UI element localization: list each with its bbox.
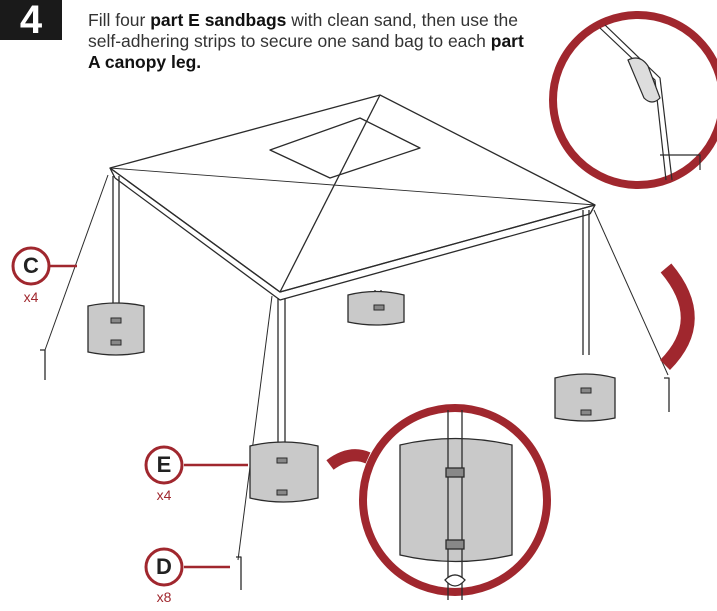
step-number: 4 <box>19 0 43 42</box>
canopy-roof <box>109 94 596 293</box>
callout-c-qty: x4 <box>24 289 39 305</box>
canopy-vent <box>269 117 421 179</box>
instruction-part3: with clean sand, then use the self-adher… <box>88 10 518 51</box>
zoom-detail-sandbag <box>326 404 551 600</box>
callout-c-letter: C <box>23 253 39 278</box>
sandbag-front <box>249 441 319 503</box>
instruction-part-e: part E sandbags <box>150 10 287 30</box>
callout-d-letter: D <box>156 554 172 579</box>
zoom-detail-rope <box>549 11 717 370</box>
step-number-badge: 4 <box>0 0 62 40</box>
callout-e: E x4 <box>144 445 248 503</box>
sandbag-left <box>87 302 145 356</box>
callout-d: D x8 <box>144 547 230 605</box>
callout-e-letter: E <box>157 452 172 477</box>
callout-c: C x4 <box>11 246 77 305</box>
instruction-part-a: part A canopy leg. <box>88 31 524 72</box>
callout-e-qty: x4 <box>157 487 172 503</box>
instruction-text: Fill four part E sandbags with clean san… <box>88 10 528 73</box>
instruction-part1: Fill four <box>88 10 151 30</box>
callout-d-qty: x8 <box>157 589 172 605</box>
sandbag-right <box>554 373 616 422</box>
